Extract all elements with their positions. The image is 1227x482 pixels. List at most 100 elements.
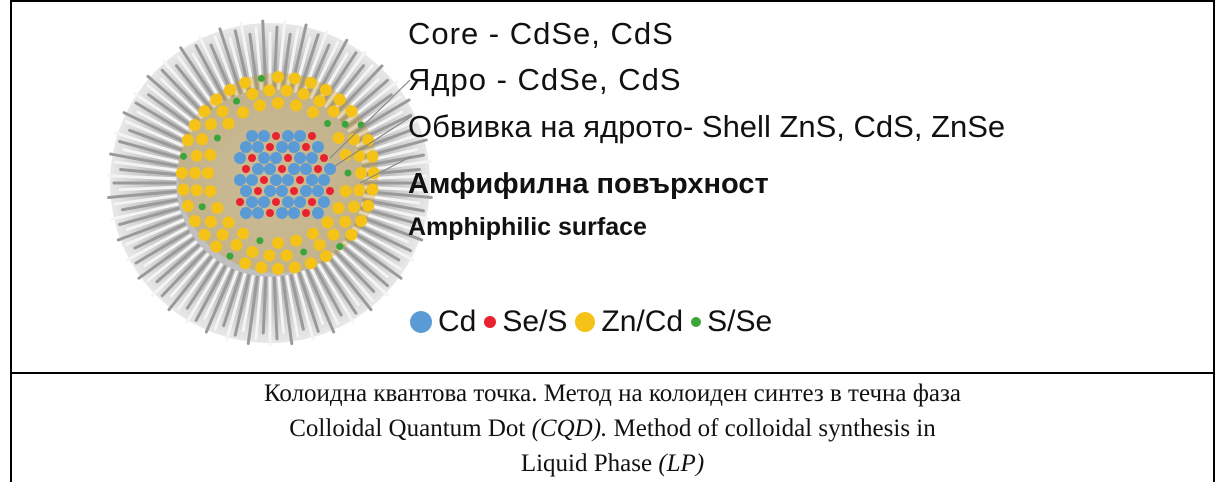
- zn-cd-atom: [327, 228, 340, 241]
- ligand-spike: [114, 131, 182, 156]
- zn-cd-atom: [190, 184, 203, 197]
- cd-atom: [264, 185, 276, 197]
- caption-line-1: Колоидна квантова точка. Метод на колоид…: [263, 380, 962, 407]
- cd-atom: [252, 207, 264, 219]
- ligand-spike: [239, 22, 255, 92]
- ligand-spike: [176, 55, 216, 108]
- ligand-spike: [122, 111, 186, 144]
- cd-atom: [318, 196, 330, 208]
- ligand-spike: [185, 263, 223, 324]
- zn-cd-atom: [263, 84, 276, 97]
- ligand-spike: [309, 267, 340, 326]
- zn-cd-atom: [246, 245, 259, 258]
- cd-atom: [318, 174, 330, 186]
- ligand-spike: [248, 32, 259, 91]
- ligand-spike: [198, 35, 231, 99]
- ligand-spike: [261, 19, 268, 90]
- ligand-spike: [146, 240, 198, 282]
- ligand-spike: [254, 276, 263, 340]
- se-s-atom: [302, 209, 310, 217]
- s-se-atom: [179, 152, 187, 160]
- cd-atom: [306, 174, 318, 186]
- zn-cd-atom: [202, 167, 214, 179]
- zn-cd-atom: [210, 93, 223, 106]
- ligand-spike: [305, 268, 336, 334]
- ligand-spike: [324, 50, 367, 108]
- zn-cd-atom: [222, 216, 235, 229]
- zn-cd-atom: [320, 250, 332, 263]
- zn-cd-atom: [181, 199, 194, 212]
- zn-cd-atom: [272, 97, 284, 109]
- ligand-spike: [337, 247, 389, 297]
- ligand-spike: [218, 27, 243, 95]
- cd-atom: [252, 141, 264, 153]
- caption-line-2: Colloidal Quantum Dot (CQD). Method of c…: [289, 415, 936, 442]
- se-s-atom: [326, 187, 334, 195]
- zn-cd-atom: [224, 83, 236, 96]
- zn-cd-atom: [288, 72, 301, 85]
- cd-atom: [276, 141, 288, 153]
- zn-cd-atom: [307, 106, 319, 119]
- zn-cd-atom: [313, 95, 326, 108]
- ligand-spike: [118, 206, 180, 227]
- s-se-atom: [344, 169, 352, 177]
- zn-cd-atom: [222, 117, 235, 130]
- ligand-spike: [109, 152, 179, 168]
- zn-cd-atom: [297, 88, 310, 101]
- ligand-spike: [133, 222, 186, 250]
- ligand-spike: [327, 255, 373, 312]
- zn-cd-atom: [307, 227, 319, 240]
- cd-atom: [270, 152, 282, 164]
- zn-cd-atom: [204, 185, 217, 198]
- ligand-spike: [297, 33, 320, 95]
- se-s-atom: [308, 132, 316, 140]
- label-core-bg: Ядро - CdSe, CdS: [408, 62, 682, 97]
- se-s-atom: [308, 198, 316, 206]
- ligand-spike: [113, 194, 178, 206]
- legend-item-zn-cd: Zn/Cd: [575, 305, 683, 339]
- zn-cd-atom: [355, 167, 367, 179]
- ligand-spike: [317, 263, 355, 324]
- zn-cd-atom: [177, 183, 190, 196]
- zn-cd-atom: [332, 202, 345, 214]
- zn-cd-atom: [321, 216, 334, 229]
- ligand-spike: [143, 233, 193, 268]
- legend-label: Zn/Cd: [601, 305, 684, 338]
- ligand-spike: [241, 274, 255, 333]
- ligand-spike: [160, 250, 206, 298]
- cd-atom: [306, 152, 318, 164]
- cd-atom: [240, 207, 252, 219]
- zn-cd-atom: [204, 118, 217, 131]
- ligand-spike: [113, 160, 178, 172]
- ligand-spike: [118, 139, 180, 160]
- ligand-spike: [350, 230, 401, 262]
- cd-atom: [294, 196, 306, 208]
- zn-cd-atom: [272, 71, 284, 83]
- cd-atom: [240, 185, 252, 197]
- zn-cd-atom: [253, 99, 266, 112]
- ligand-spike: [194, 44, 227, 101]
- legend-label: Cd: [438, 305, 477, 338]
- cd-atom: [246, 174, 258, 186]
- ligand-spike: [345, 93, 393, 129]
- se-s-atom: [266, 209, 274, 217]
- se-s-atom: [296, 176, 304, 184]
- cd-atom: [282, 196, 294, 208]
- ligand-spike: [342, 240, 389, 279]
- zn-cd-atom: [355, 215, 368, 227]
- ligand-spike: [320, 260, 358, 315]
- figure-caption: Колоидна квантова точка. Метод на колоид…: [12, 376, 1213, 481]
- s-se-atom: [226, 252, 234, 260]
- zn-cd-atom: [255, 261, 268, 274]
- cd-atom: [252, 163, 264, 175]
- ligand-spike: [185, 260, 220, 310]
- ligand-spike: [309, 40, 340, 99]
- zn-cd-atom: [290, 99, 303, 112]
- ligand-spike: [358, 210, 420, 233]
- zn-cd-atom: [347, 133, 360, 146]
- caption-line-3: Liquid Phase (LP): [520, 450, 705, 477]
- ligand-spike: [285, 274, 300, 338]
- amphiphilic-surface-layer: [110, 23, 430, 343]
- pointer-lines: [329, 79, 413, 184]
- ligand-spike: [147, 93, 195, 129]
